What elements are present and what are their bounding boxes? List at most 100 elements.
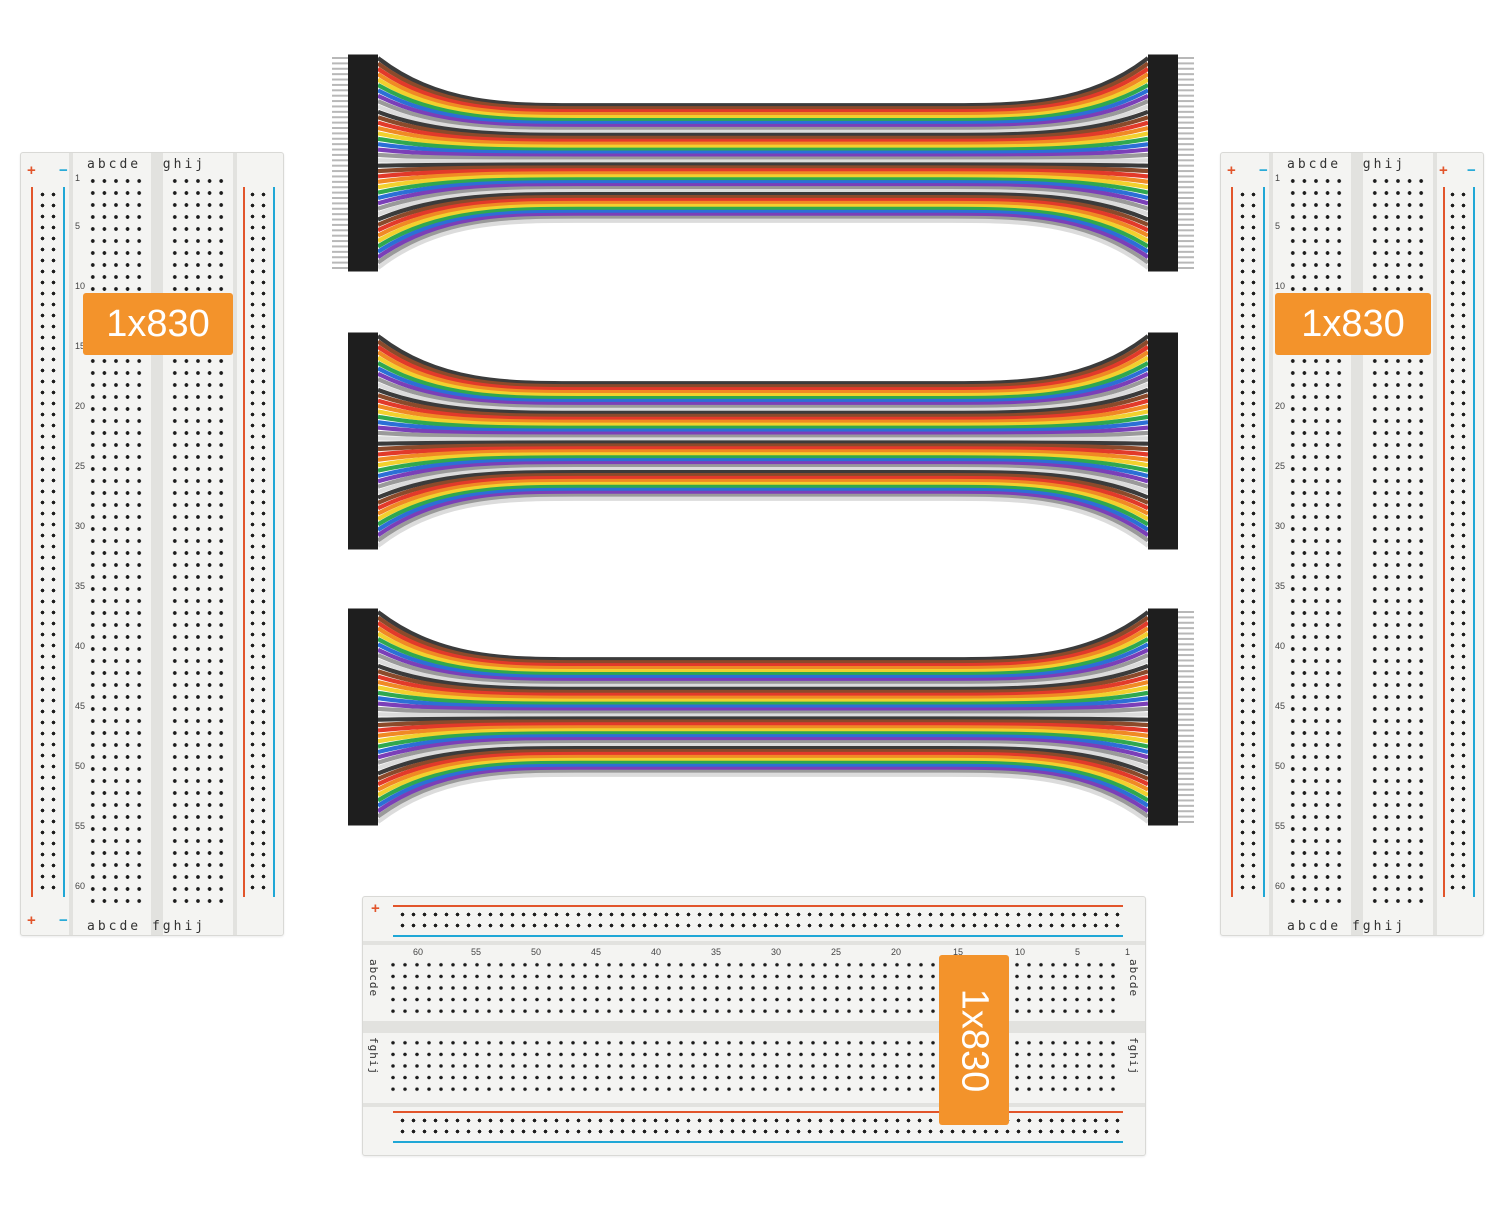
- connector-housing: [348, 418, 378, 426]
- jumper-wire: [377, 751, 1149, 787]
- connector-housing: [348, 510, 378, 518]
- minus-symbol: −: [1467, 162, 1476, 179]
- jumper-wire: [376, 478, 1150, 516]
- connector-housing: [348, 343, 378, 351]
- connector-housing: [348, 526, 378, 534]
- connector-housing: [1148, 162, 1178, 170]
- connector-housing: [1148, 721, 1178, 729]
- row-number: 60: [75, 881, 86, 891]
- male-pin: [1178, 73, 1194, 76]
- connector-housing: [348, 359, 378, 367]
- male-pin: [332, 110, 348, 113]
- jumper-wire: [377, 436, 1149, 442]
- row-number: 60: [413, 947, 424, 957]
- connector-housing: [348, 151, 378, 159]
- male-pin: [332, 186, 348, 189]
- connector-housing: [1148, 716, 1178, 724]
- connector-housing: [348, 232, 378, 240]
- row-number: 30: [75, 521, 86, 531]
- male-pin: [1178, 132, 1194, 135]
- jumper-wire: [377, 690, 1149, 706]
- connector-housing: [348, 440, 378, 448]
- connector-housing: [348, 92, 378, 100]
- connector-housing: [1148, 499, 1178, 507]
- connector-housing: [348, 613, 378, 621]
- jumper-wire: [376, 615, 1150, 665]
- connector-housing: [1148, 386, 1178, 394]
- male-pin: [332, 207, 348, 210]
- connector-housing: [1148, 370, 1178, 378]
- connector-housing: [1148, 108, 1178, 116]
- connector-housing: [1148, 786, 1178, 794]
- connector-housing: [348, 662, 378, 670]
- plus-symbol: +: [27, 162, 36, 179]
- jumper-wire: [377, 393, 1149, 418]
- male-pin: [1178, 105, 1194, 108]
- connector-housing: [348, 700, 378, 708]
- jumper-wire: [377, 165, 1149, 174]
- connector-housing: [1148, 70, 1178, 78]
- male-pin: [332, 94, 348, 97]
- jumper-wire: [377, 731, 1149, 749]
- rail-red-line: [393, 905, 1123, 907]
- minus-symbol: −: [59, 162, 68, 179]
- jumper-wire: [377, 131, 1149, 149]
- male-pin: [1178, 159, 1194, 162]
- row-number: 40: [651, 947, 662, 957]
- male-pin: [332, 213, 348, 216]
- jumper-wire: [377, 425, 1149, 436]
- connector-housing: [348, 678, 378, 686]
- connector-housing: [1148, 494, 1178, 502]
- connector-housing: [348, 624, 378, 632]
- connector-housing: [1148, 748, 1178, 756]
- connector-housing: [1148, 488, 1178, 496]
- male-pin: [332, 175, 348, 178]
- male-pin: [332, 250, 348, 253]
- connector-housing: [348, 183, 378, 191]
- connector-housing: [1148, 140, 1178, 148]
- jumper-wire: [377, 377, 1149, 410]
- connector-housing: [1148, 407, 1178, 415]
- jumper-wire: [377, 669, 1149, 694]
- rail-red-line: [1231, 187, 1233, 897]
- connector-housing: [348, 199, 378, 207]
- connector-housing: [348, 646, 378, 654]
- rail-divider: [363, 1103, 1145, 1107]
- connector-housing: [348, 237, 378, 245]
- jumper-wire: [376, 334, 1150, 386]
- male-pin: [1178, 794, 1194, 797]
- connector-housing: [1148, 531, 1178, 539]
- column-labels-top: abcde fghij: [87, 157, 207, 172]
- jumper-wire: [377, 706, 1149, 715]
- male-pin: [332, 261, 348, 264]
- connector-housing: [348, 391, 378, 399]
- male-pin: [332, 229, 348, 232]
- connector-housing: [1148, 189, 1178, 197]
- column-labels-left: fghij: [367, 1037, 380, 1076]
- male-pin: [1178, 740, 1194, 743]
- jumper-wire: [377, 443, 1149, 452]
- row-number: 1: [1125, 947, 1131, 957]
- connector-housing: [1148, 726, 1178, 734]
- connector-housing: [348, 472, 378, 480]
- wire-bundle-male-male: [332, 54, 1194, 272]
- rail-divider: [363, 941, 1145, 945]
- male-pin: [1178, 734, 1194, 737]
- jumper-wire: [377, 701, 1149, 712]
- connector-housing: [1148, 54, 1178, 62]
- row-number: 20: [891, 947, 902, 957]
- connector-housing: [348, 397, 378, 405]
- connector-housing: [1148, 656, 1178, 664]
- minus-symbol: −: [59, 912, 68, 929]
- connector-housing: [1148, 689, 1178, 697]
- connector-housing: [1148, 705, 1178, 713]
- connector-housing: [348, 178, 378, 186]
- connector-housing: [348, 737, 378, 745]
- connector-housing: [348, 54, 378, 62]
- row-number: 20: [1275, 401, 1286, 411]
- jumper-wire: [377, 740, 1149, 765]
- row-number: 15: [953, 947, 964, 957]
- jumper-wire: [377, 696, 1149, 709]
- male-pin: [1178, 148, 1194, 151]
- male-pin: [1178, 783, 1194, 786]
